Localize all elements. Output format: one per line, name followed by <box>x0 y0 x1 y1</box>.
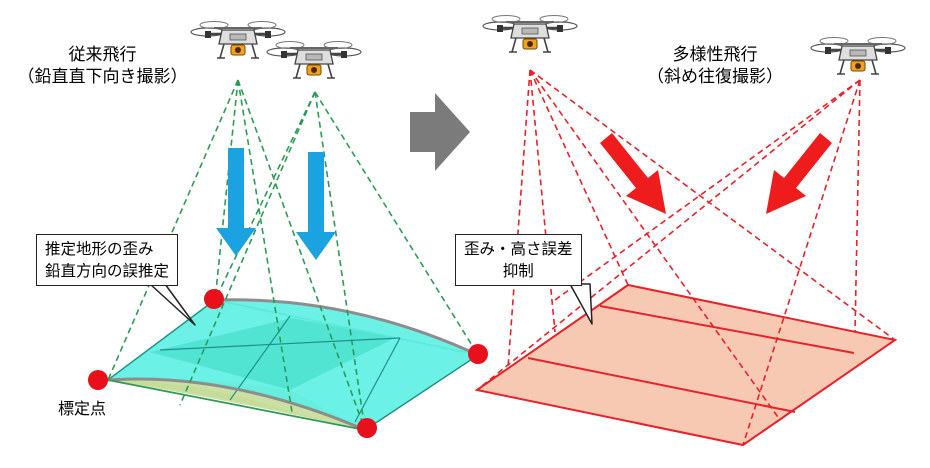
left-callout-box: 推定地形の歪み 鉛直方向の誤推定 <box>36 234 179 286</box>
drone-icon <box>265 40 363 80</box>
left-scene <box>88 20 488 438</box>
control-point-marker <box>204 289 224 309</box>
left-callout-line2: 鉛直方向の誤推定 <box>45 262 170 280</box>
right-scene <box>474 14 907 447</box>
right-callout-line2: 抑制 <box>502 262 534 280</box>
corrected-ground-plane <box>474 283 898 447</box>
control-point-marker <box>357 418 377 438</box>
right-title: 多様性飛行 （斜め往復撮影） <box>620 44 810 88</box>
control-point-marker <box>468 344 488 364</box>
control-point-marker <box>88 370 108 390</box>
right-title-line2: （斜め往復撮影） <box>647 67 783 87</box>
blue-down-arrow-1 <box>216 148 256 256</box>
control-point-label: 標定点 <box>58 399 107 418</box>
left-title-line1: 従来飛行 <box>68 45 137 65</box>
red-oblique-arrow-1 <box>600 133 666 214</box>
left-title-line2: （鉛直直下向き撮影） <box>17 67 188 87</box>
transition-arrow-icon <box>410 93 470 171</box>
drone-icon <box>189 20 287 60</box>
drone-icon <box>481 14 579 54</box>
right-callout-box: 歪み・高さ誤差 抑制 <box>455 234 582 286</box>
oblique-view-lines <box>476 69 896 446</box>
left-title: 従来飛行 （鉛直直下向き撮影） <box>0 44 205 88</box>
blue-down-arrow-2 <box>296 152 336 260</box>
red-oblique-arrow-2 <box>766 133 832 214</box>
vertical-view-lines <box>107 79 479 431</box>
left-callout-pointer <box>149 283 196 326</box>
drone-icon <box>809 36 907 76</box>
right-title-line1: 多様性飛行 <box>672 45 758 65</box>
left-callout-line1: 推定地形の歪み <box>45 240 154 258</box>
right-callout-line1: 歪み・高さ誤差 <box>464 240 573 258</box>
